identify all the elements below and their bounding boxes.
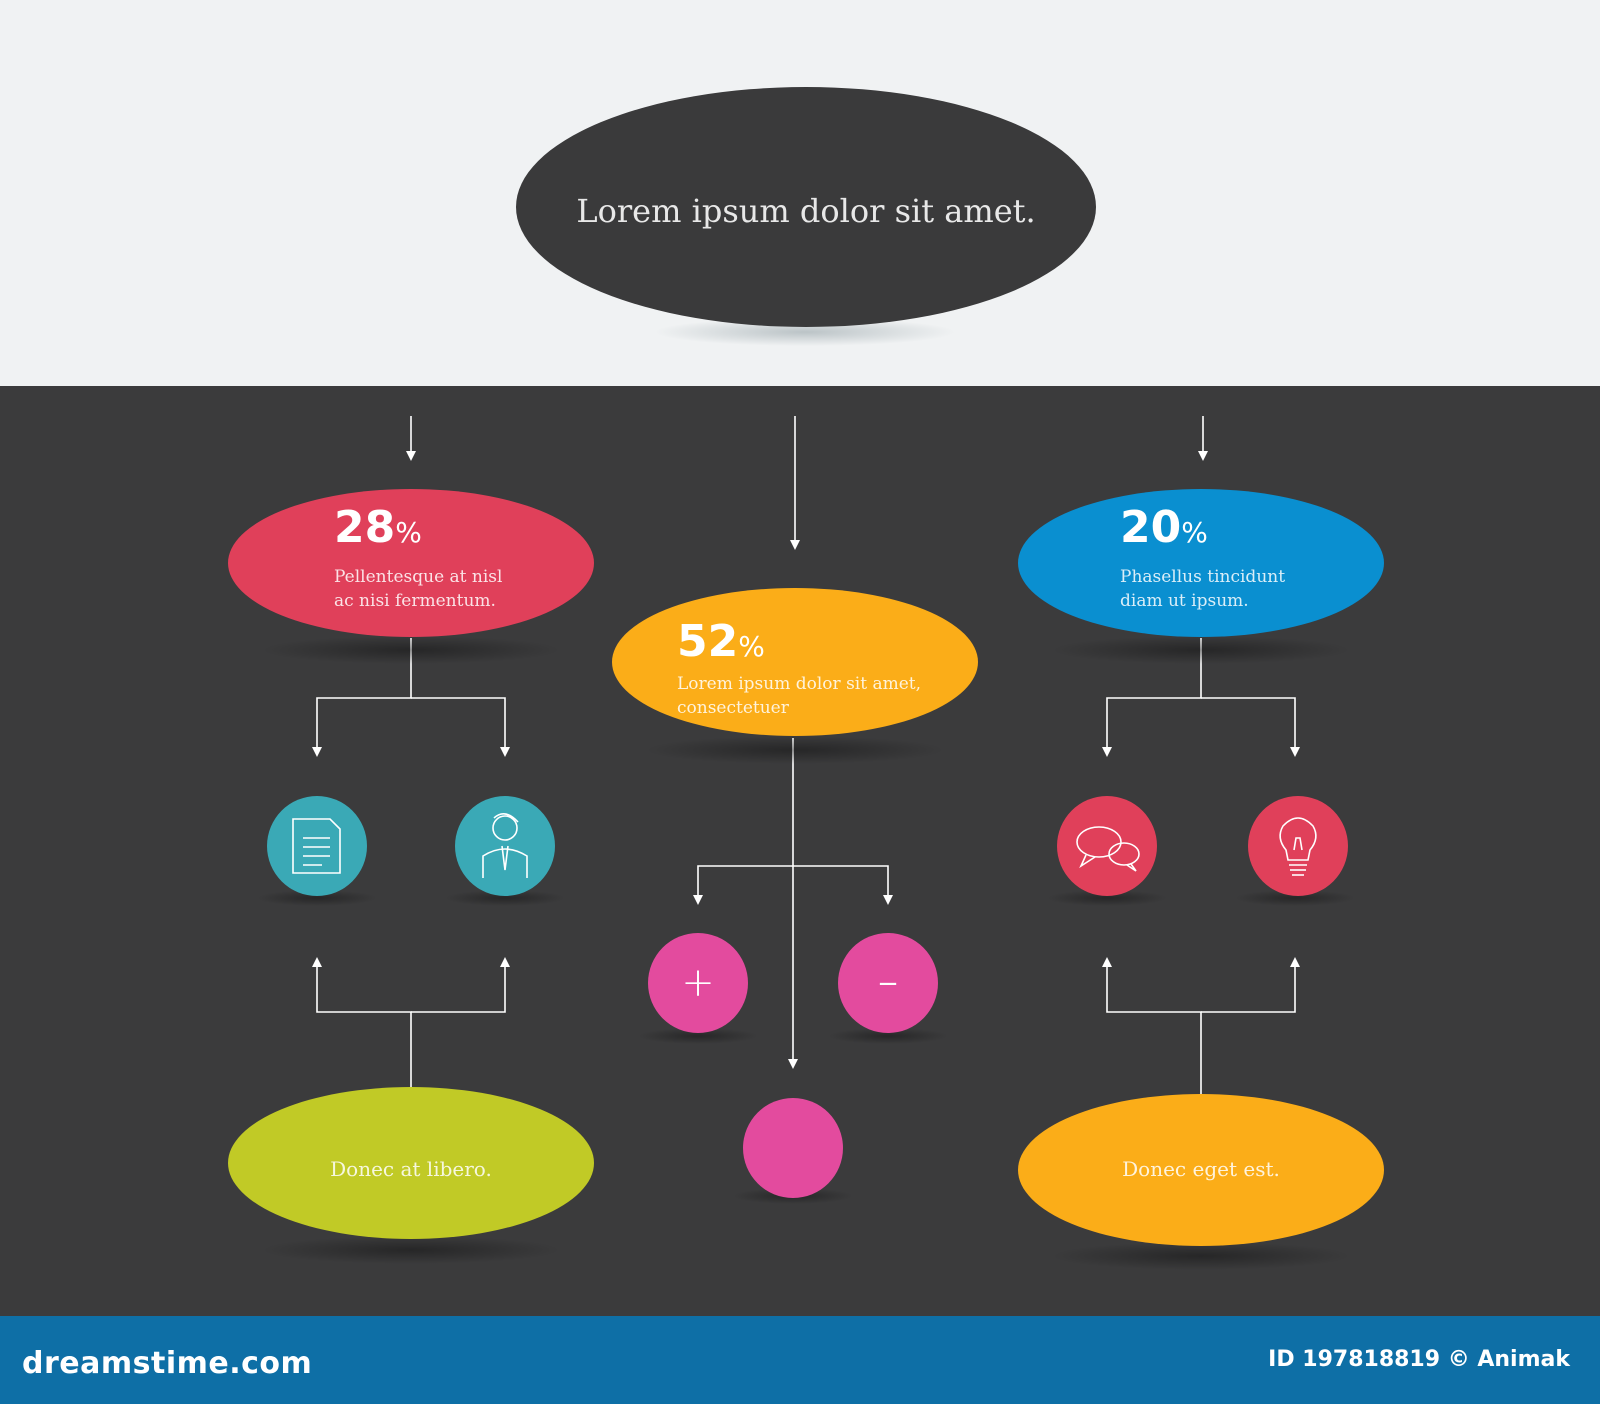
arrow-center-to-minus: [793, 865, 893, 905]
arrow-bottomright-to-chat: [1102, 957, 1202, 1098]
node-center: 52% Lorem ipsum dolor sit amet, consecte…: [612, 588, 978, 736]
node-right: 20% Phasellus tincidunt diam ut ipsum.: [1018, 489, 1384, 637]
person-icon: [482, 813, 528, 878]
plus-node: +: [648, 933, 748, 1033]
minus-node: −: [838, 933, 938, 1033]
arrow-right-to-chat: [1102, 638, 1202, 757]
node-right-line2: diam ut ipsum.: [1120, 591, 1249, 611]
lightbulb-icon-node: [1248, 796, 1348, 896]
node-right-line1: Phasellus tincidunt: [1120, 567, 1285, 587]
arrow-center-to-plus: [693, 865, 793, 905]
node-left-line1: Pellentesque at nisl: [334, 567, 502, 587]
node-left-percent: 28%: [334, 502, 422, 553]
node-bottom-left-text: Donec at libero.: [330, 1157, 492, 1181]
arrow-right-to-bulb: [1201, 697, 1300, 757]
plus-icon: +: [681, 960, 715, 1006]
chat-bubbles-icon: [1076, 826, 1140, 872]
document-icon: [292, 818, 341, 874]
blank-circle: [743, 1098, 843, 1198]
arrow-left-to-person: [411, 697, 510, 757]
node-right-percent: 20%: [1120, 502, 1208, 553]
node-left-oval: [228, 489, 594, 637]
node-left: 28% Pellentesque at nisl ac nisi ferment…: [228, 489, 594, 637]
arrow-bottomleft-to-document: [312, 957, 412, 1090]
node-right-oval: [1018, 489, 1384, 637]
arrow-bottomleft-to-person: [411, 957, 510, 1013]
arrow-bottomright-to-bulb: [1201, 957, 1300, 1013]
header-title: Lorem ipsum dolor sit amet.: [576, 192, 1035, 230]
footer-image-id: ID 197818819 © Animak: [1268, 1347, 1570, 1372]
connector-lines: [312, 416, 1300, 1098]
node-bottom-right-text: Donec eget est.: [1122, 1157, 1280, 1181]
node-bottom-right-oval: [1018, 1094, 1384, 1246]
node-center-oval: [612, 588, 978, 736]
footer-brand-logo[interactable]: dreamstime.com: [22, 1346, 313, 1381]
node-bottom-left-oval: [228, 1087, 594, 1239]
node-center-percent: 52%: [677, 616, 765, 667]
header-oval: [516, 87, 1096, 327]
node-left-line2: ac nisi fermentum.: [334, 591, 496, 611]
node-bottom-right: Donec eget est.: [1018, 1094, 1384, 1246]
person-icon-node: [455, 796, 555, 896]
node-bottom-left: Donec at libero.: [228, 1087, 594, 1239]
header-oval-shadow: [655, 318, 955, 346]
footer-bar: [0, 1316, 1600, 1404]
node-center-line1: Lorem ipsum dolor sit amet,: [677, 674, 921, 694]
arrow-left-to-document: [312, 638, 412, 757]
lightbulb-icon: [1279, 817, 1317, 876]
document-icon-node: [267, 796, 367, 896]
minus-icon: −: [877, 969, 899, 999]
node-center-line2: consectetuer: [677, 698, 790, 718]
flowchart: Lorem ipsum dolor sit amet.: [228, 87, 1384, 1270]
chat-bubbles-icon-node: [1057, 796, 1157, 896]
